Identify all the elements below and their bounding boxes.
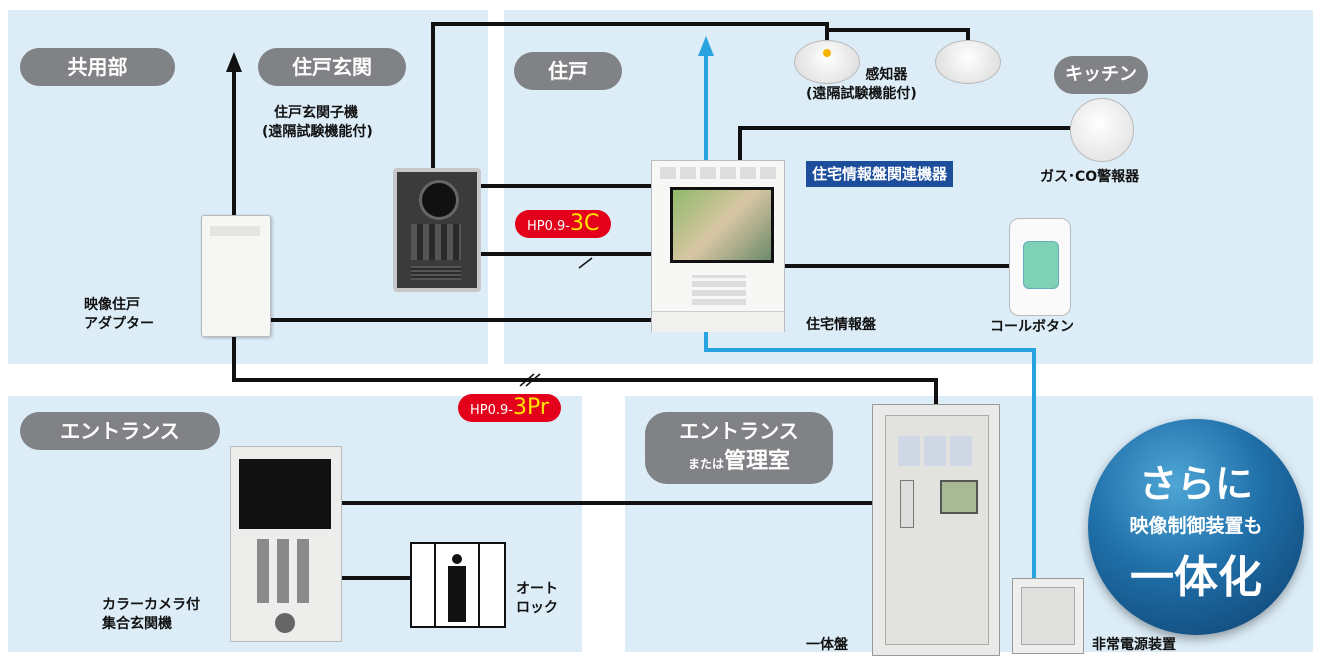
heat-detector-left: [794, 40, 860, 84]
integrated-panel-handset: [900, 480, 914, 528]
area-label-shared: 共用部: [20, 48, 175, 86]
call-button-face: [1023, 241, 1059, 289]
cable-tag-3c-suffix: 3C: [569, 211, 600, 236]
integrated-panel-device: [872, 404, 1000, 656]
area-label-entrance-or-admin: エントランス または管理室: [645, 412, 833, 484]
autolock-door-device: [410, 542, 506, 628]
autolock-label: オート ロック: [516, 580, 558, 618]
home-panel-screen: [670, 187, 774, 263]
cable-tag-3c: HP0.9-3C: [515, 210, 612, 238]
call-button-device: [1009, 218, 1071, 316]
area-label-entrance: エントランス: [20, 412, 220, 450]
cable-tag-3c-prefix: HP0.9-: [527, 219, 570, 234]
door-unit-label-line1: 住戸玄関子機: [274, 105, 358, 121]
entrance-keypad: [257, 539, 315, 603]
heat-detector-right: [935, 40, 1001, 84]
related-devices-badge: 住宅情報盤関連機器: [806, 161, 954, 187]
emergency-power-front: [1021, 587, 1075, 645]
person-icon: [446, 554, 468, 624]
color-camera-entrance-device: [230, 446, 342, 642]
door-unit-device: [393, 168, 481, 292]
entrance-camera-display: [239, 459, 331, 529]
home-panel-bottom-keys: [652, 311, 784, 332]
area-label-dwelling: 住戸: [514, 52, 622, 90]
area-label-kitchen: キッチン: [1054, 56, 1148, 94]
autolock-label-line1: オート: [516, 581, 558, 597]
promo-line3: 一体化: [1130, 552, 1262, 603]
integrated-panel-screen: [940, 480, 978, 514]
door-divider-right: [478, 544, 480, 626]
detector-indicator-light: [823, 49, 831, 57]
admin-room-text: 管理室: [724, 449, 791, 474]
emergency-power-label: 非常電源装置: [1092, 637, 1176, 653]
door-unit-speaker: [411, 266, 461, 280]
detector-label-line1: 感知器: [865, 67, 908, 83]
entrance-speaker: [275, 613, 295, 633]
home-info-panel-device: [651, 160, 785, 332]
emergency-power-device: [1012, 578, 1084, 654]
area-label-entrance-or-admin-top: エントランス: [679, 419, 799, 443]
integration-promo-badge: さらに 映像制御装置も 一体化: [1088, 419, 1304, 635]
camera-label-line2: 集合玄関機: [102, 616, 172, 632]
door-unit-label-line2: (遠隔試験機能付): [262, 124, 373, 140]
home-panel-label: 住宅情報盤: [806, 317, 876, 333]
integrated-panel-face: [885, 415, 989, 645]
call-button-label: コールボタン: [990, 319, 1074, 335]
detector-label: 感知器 (遠隔試験機能付): [806, 66, 917, 104]
video-adapter-device: [201, 215, 271, 337]
promo-line2: 映像制御装置も: [1129, 515, 1263, 537]
gas-co-alarm-device: [1070, 98, 1134, 162]
camera-label: カラーカメラ付 集合玄関機: [102, 596, 200, 634]
adapter-top-stripe: [210, 226, 260, 236]
or-text: または: [687, 457, 724, 471]
gas-alarm-label: ガス･CO警報器: [1040, 169, 1140, 185]
cable-tag-3pr-prefix: HP0.9-: [470, 403, 513, 418]
home-panel-top-buttons: [660, 167, 776, 179]
home-panel-controls: [692, 275, 746, 305]
cable-tag-3pr-suffix: 3Pr: [512, 395, 549, 420]
adapter-label: 映像住戸 アダプター: [84, 296, 154, 334]
person-head: [452, 554, 462, 564]
camera-label-line1: カラーカメラ付: [102, 597, 200, 613]
area-label-entrance-or-admin-bottom: または管理室: [645, 446, 833, 479]
integrated-panel-indicators: [898, 436, 976, 466]
detector-label-line2: (遠隔試験機能付): [806, 86, 917, 102]
adapter-label-line2: アダプター: [84, 316, 154, 332]
autolock-label-line2: ロック: [516, 600, 558, 616]
person-body: [448, 566, 466, 622]
door-unit-label: 住戸玄関子機 (遠隔試験機能付): [262, 104, 373, 142]
door-divider-left: [434, 544, 436, 626]
integrated-panel-label: 一体盤: [806, 637, 848, 653]
door-unit-keypad: [411, 224, 461, 260]
door-unit-camera: [419, 180, 459, 220]
adapter-label-line1: 映像住戸: [84, 297, 140, 313]
promo-line1: さらに: [1138, 462, 1253, 506]
area-label-entrance-door: 住戸玄関: [258, 48, 406, 86]
cable-tag-3pr: HP0.9-3Pr: [458, 394, 561, 422]
